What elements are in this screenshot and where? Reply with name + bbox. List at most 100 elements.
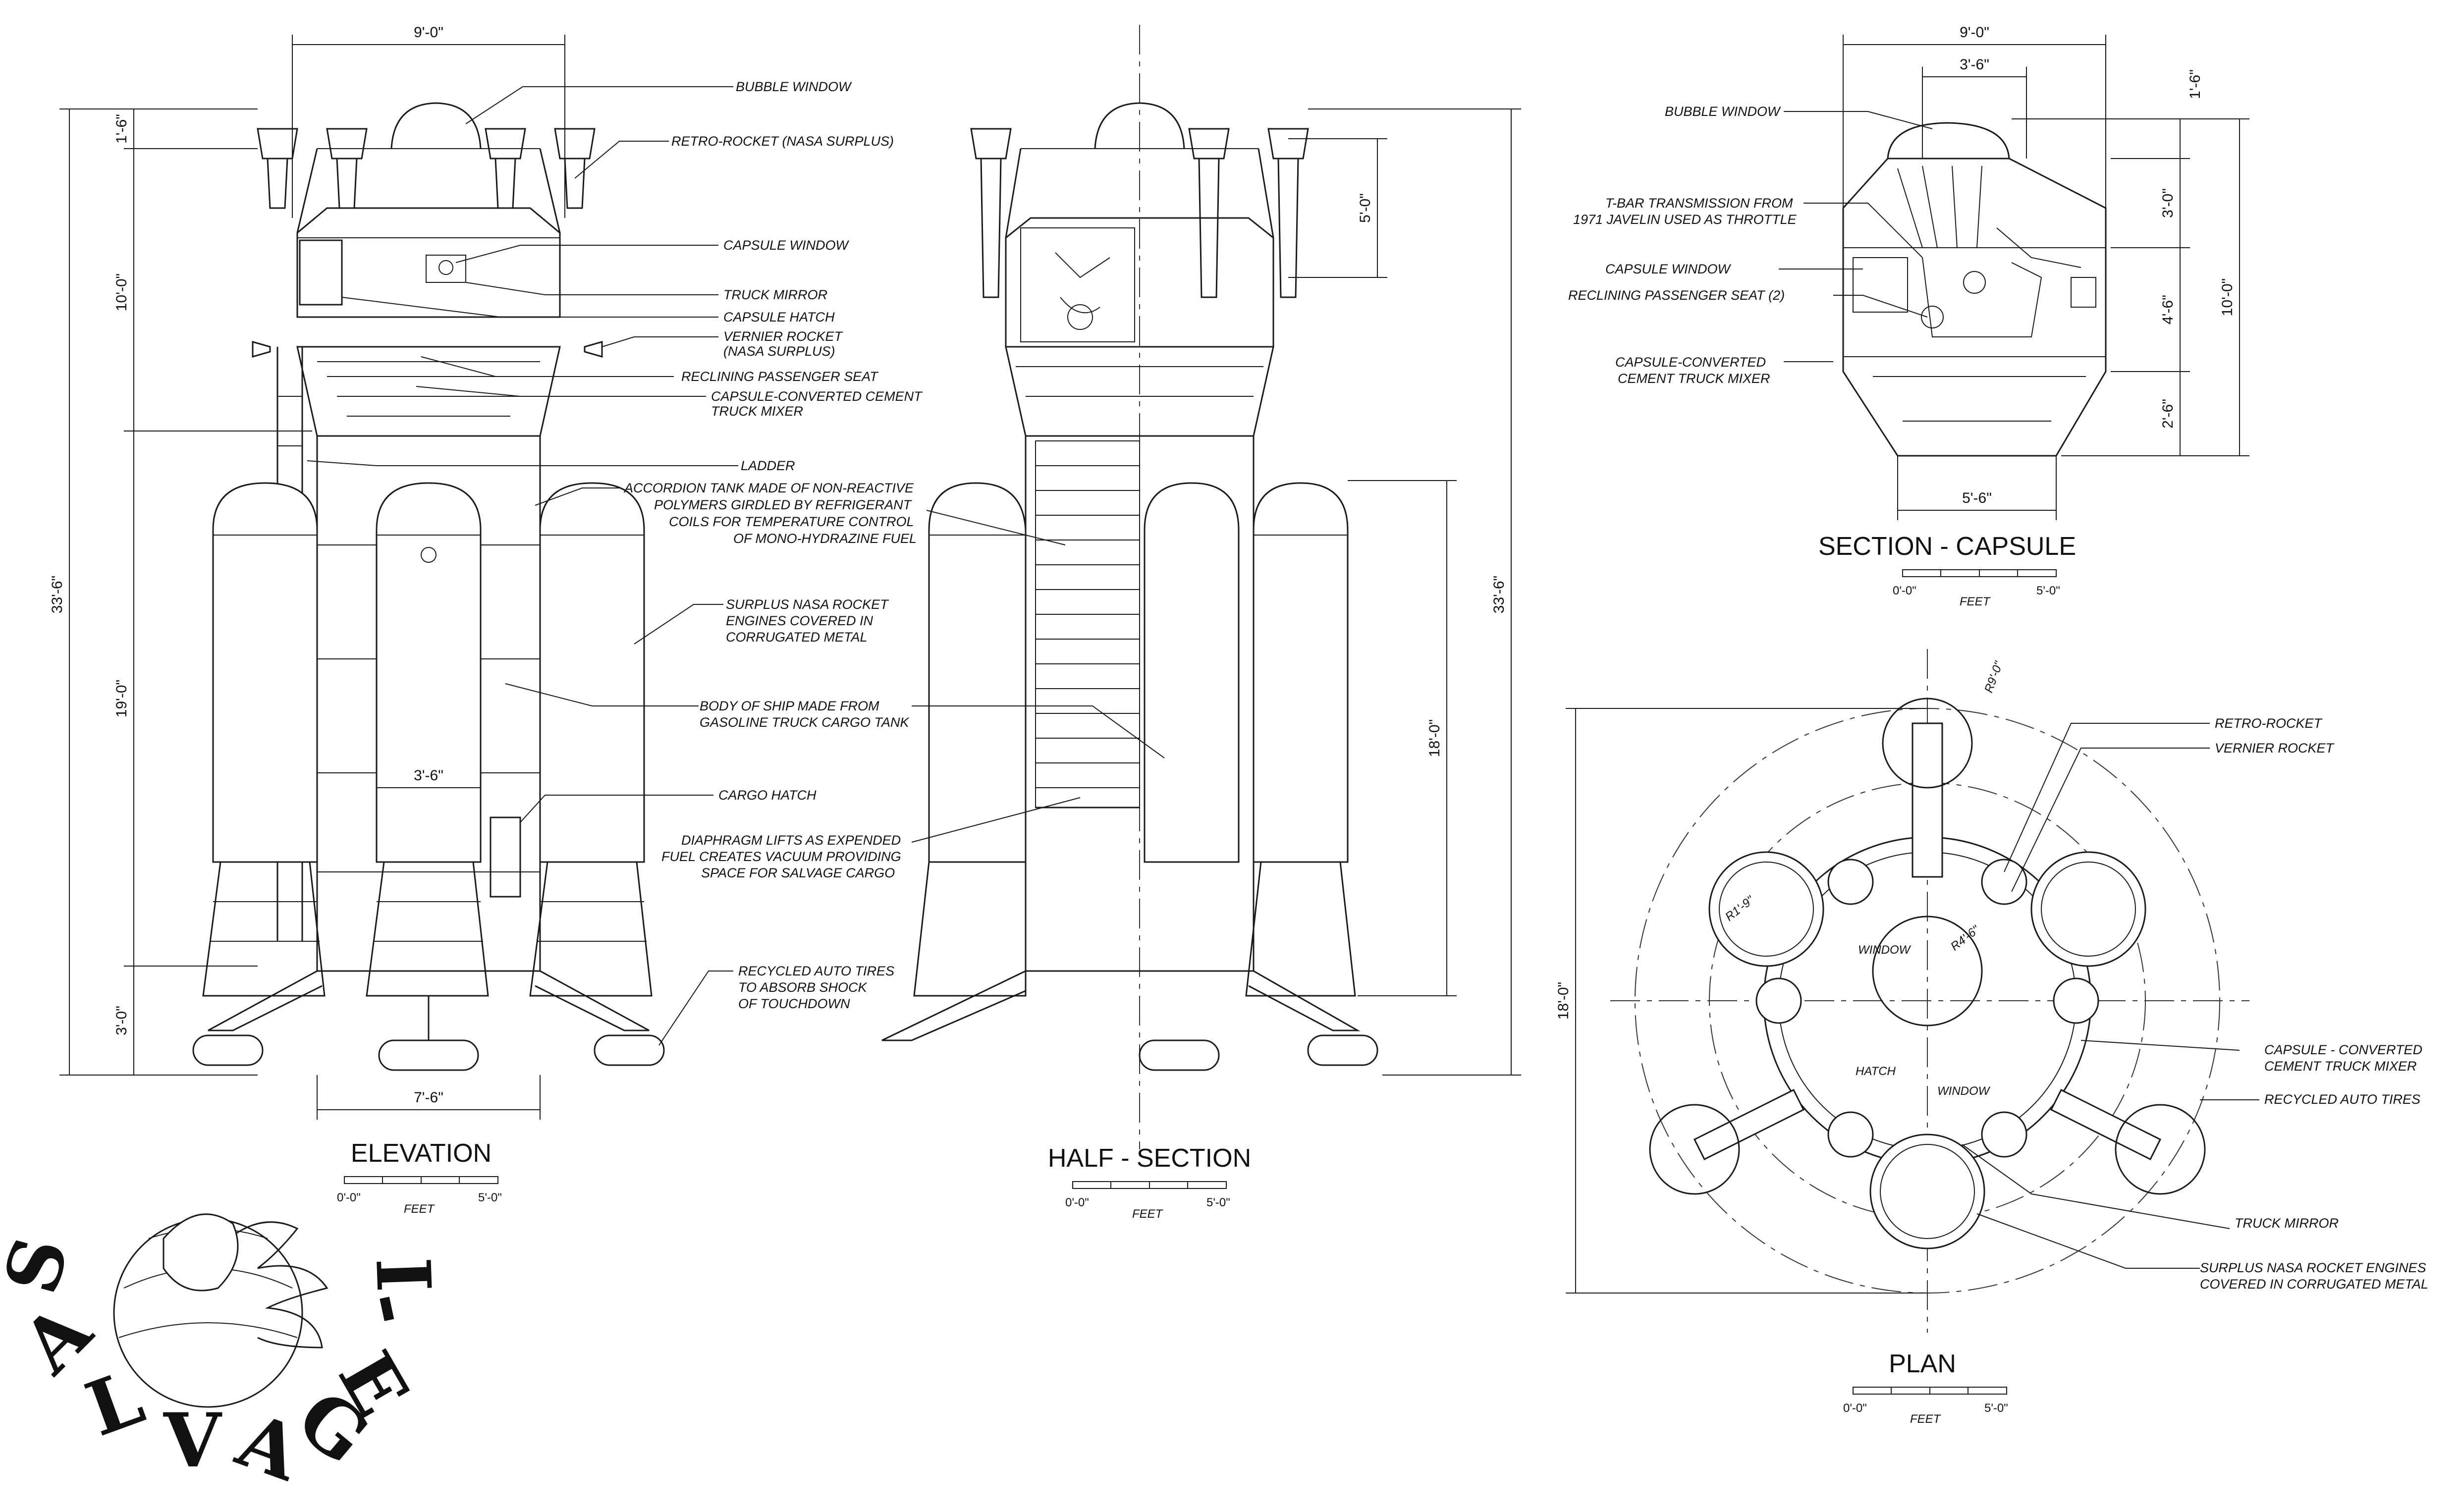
hs-dim-overall: 33'-6" [1491, 576, 1507, 613]
svg-text:0'-0": 0'-0" [1843, 1402, 1867, 1415]
callout-tires-1: RECYCLED AUTO TIRES [738, 964, 894, 978]
callout-tires-2: TO ABSORB SHOCK [738, 980, 868, 995]
callout-mixer-1: CAPSULE-CONVERTED CEMENT [711, 389, 923, 404]
half-section-view: 5'-0" 18'-0" 33'-6" HALF - SECTION 0'-0"… [881, 25, 1521, 1221]
plan-bubble-circle [1872, 916, 1983, 1026]
sc-labels: BUBBLE WINDOW T-BAR TRANSMISSION FROM 19… [1568, 104, 1933, 386]
sc-dim-base: 5'-6" [1962, 490, 1992, 506]
svg-text:VERNIER ROCKET: VERNIER ROCKET [2215, 741, 2335, 756]
sc-interior [1853, 165, 2096, 337]
hs-left-engine [928, 482, 1027, 863]
callout-body-2: GASOLINE TRUCK CARGO TANK [700, 715, 910, 730]
elev-dim-engine: 3'-6" [414, 767, 443, 784]
svg-text:5'-0": 5'-0" [1206, 1196, 1230, 1209]
callout-accordion-4: OF MONO-HYDRAZINE FUEL [733, 531, 917, 546]
svg-text:1971 JAVELIN USED AS THROTTLE: 1971 JAVELIN USED AS THROTTLE [1573, 212, 1797, 227]
svg-text:5'-0": 5'-0" [478, 1191, 502, 1204]
sc-dim-top: 9'-0" [1960, 24, 1989, 41]
sc-dimensions: 9'-0" 3'-6" 1'-6" 3'-0" 4'-6" 2'-6" 10'-… [1843, 24, 2249, 520]
sc-dim-upper: 3'-0" [2160, 188, 2176, 218]
elev-dim-legs: 3'-0" [113, 1006, 130, 1035]
elev-dimensions: 9'-0" 33'-6" 1'-6" 10'-0" 19'-0" 3'-0" 3… [49, 24, 565, 1120]
svg-text:CEMENT TRUCK MIXER: CEMENT TRUCK MIXER [2264, 1059, 2417, 1074]
sc-capsule-shell [1842, 158, 2107, 457]
svg-text:FEET: FEET [1132, 1207, 1164, 1221]
elevation-scale-bar: 0'-0" 5'-0" FEET [337, 1176, 502, 1216]
hs-accordion-folds [1036, 465, 1140, 788]
plan-legs-tires [1649, 698, 2206, 1195]
section-capsule-scale-bar: 0'-0" 5'-0" FEET [1893, 569, 2060, 608]
plan-title: PLAN [1889, 1350, 1956, 1378]
callout-diaphragm-3: SPACE FOR SALVAGE CARGO [701, 865, 895, 880]
section-capsule-title: SECTION - CAPSULE [1818, 532, 2076, 561]
elev-bubble-window [390, 102, 482, 149]
svg-text:WINDOW: WINDOW [1937, 1084, 1991, 1098]
callout-engines-3: CORRUGATED METAL [726, 630, 868, 645]
elev-capsule-window [426, 255, 466, 283]
callout-reclining-seat: RECLINING PASSENGER SEAT [681, 369, 879, 384]
callout-accordion-3: COILS FOR TEMPERATURE CONTROL [669, 514, 914, 529]
callout-vernier-1: VERNIER ROCKET [723, 329, 844, 344]
callout-bubble-window: BUBBLE WINDOW [736, 79, 852, 94]
svg-text:0'-0": 0'-0" [1065, 1196, 1089, 1209]
plan-engines [1708, 851, 2146, 1249]
plan-labels: RETRO-ROCKET VERNIER ROCKET CAPSULE - CO… [1962, 716, 2428, 1292]
logo-letter-i: I [359, 1256, 447, 1294]
elev-retro-rockets [257, 128, 596, 209]
svg-text:RETRO-ROCKET: RETRO-ROCKET [2215, 716, 2323, 731]
elev-engines [202, 482, 653, 997]
elev-dim-top-ext: 1'-6" [113, 114, 130, 144]
sc-dim-window: 3'-6" [1960, 56, 1989, 73]
sc-dim-bubble: 1'-6" [2187, 69, 2203, 99]
callout-retro-rocket: RETRO-ROCKET (NASA SURPLUS) [671, 134, 894, 149]
elev-vernier-rockets [252, 341, 603, 358]
svg-text:RECLINING PASSENGER SEAT (2): RECLINING PASSENGER SEAT (2) [1568, 288, 1785, 303]
callout-capsule-hatch: CAPSULE HATCH [723, 310, 835, 324]
svg-text:T-BAR TRANSMISSION FROM: T-BAR TRANSMISSION FROM [1605, 196, 1793, 211]
callout-diaphragm-1: DIAPHRAGM LIFTS AS EXPENDED [681, 833, 901, 848]
callout-engines-2: ENGINES COVERED IN [726, 613, 874, 628]
svg-text:FEET: FEET [1960, 595, 1991, 608]
svg-text:TRUCK MIRROR: TRUCK MIRROR [2235, 1216, 2339, 1231]
center-callouts: BUBBLE WINDOW RETRO-ROCKET (NASA SURPLUS… [307, 79, 1165, 1046]
callout-cargo-hatch: CARGO HATCH [718, 788, 817, 803]
svg-text:WINDOW: WINDOW [1858, 943, 1912, 957]
hs-bubble-window [1094, 102, 1185, 149]
elev-cargo-hatch [490, 816, 521, 898]
elev-dim-capsule: 10'-0" [113, 273, 130, 311]
salvage-logo: S A L V A G E - I [0, 1213, 447, 1499]
half-section-title: HALF - SECTION [1048, 1144, 1251, 1173]
hs-dimensions: 5'-0" 18'-0" 33'-6" [1288, 108, 1521, 1076]
logo-head [163, 1213, 239, 1292]
svg-text:BUBBLE WINDOW: BUBBLE WINDOW [1665, 104, 1781, 119]
svg-text:FEET: FEET [404, 1202, 436, 1216]
sc-capsule-window [1853, 257, 1908, 313]
elev-dim-overall: 33'-6" [49, 576, 65, 613]
svg-text:5'-0": 5'-0" [2036, 584, 2060, 597]
elev-truck-mirror [438, 260, 453, 275]
svg-text:0'-0": 0'-0" [337, 1191, 361, 1204]
callout-accordion-1: ACCORDION TANK MADE OF NON-REACTIVE [623, 481, 914, 495]
callout-vernier-2: (NASA SURPLUS) [723, 344, 835, 359]
plan-view: WINDOW HATCH WINDOW R1'-9" R4'-6" R9'-0"… [1555, 649, 2428, 1426]
svg-text:CAPSULE-CONVERTED: CAPSULE-CONVERTED [1615, 355, 1766, 370]
svg-text:0'-0": 0'-0" [1893, 584, 1916, 597]
callout-capsule-window: CAPSULE WINDOW [723, 238, 850, 253]
svg-text:HATCH: HATCH [1856, 1065, 1896, 1078]
svg-text:5'-0": 5'-0" [1984, 1402, 2008, 1415]
elev-capsule-upper [296, 207, 561, 318]
callout-body-1: BODY OF SHIP MADE FROM [700, 699, 879, 713]
plan-dim-overall: 18'-0" [1555, 982, 1572, 1020]
hs-capsule-interior [1020, 227, 1135, 342]
sc-dim-lower: 2'-6" [2160, 399, 2176, 429]
sc-dim-mid: 4'-6" [2160, 295, 2176, 324]
section-capsule-view: 9'-0" 3'-6" 1'-6" 3'-0" 4'-6" 2'-6" 10'-… [1568, 24, 2249, 608]
svg-text:COVERED IN CORRUGATED METAL: COVERED IN CORRUGATED METAL [2200, 1277, 2428, 1292]
svg-text:SURPLUS NASA ROCKET ENGINES: SURPLUS NASA ROCKET ENGINES [2200, 1260, 2426, 1275]
logo-letter-v: V [163, 1397, 222, 1484]
elev-capsule-hatch [299, 239, 343, 306]
elev-landing-legs [192, 970, 665, 1071]
svg-text:CAPSULE WINDOW: CAPSULE WINDOW [1605, 262, 1732, 276]
hs-accordion-tank [1035, 440, 1140, 808]
